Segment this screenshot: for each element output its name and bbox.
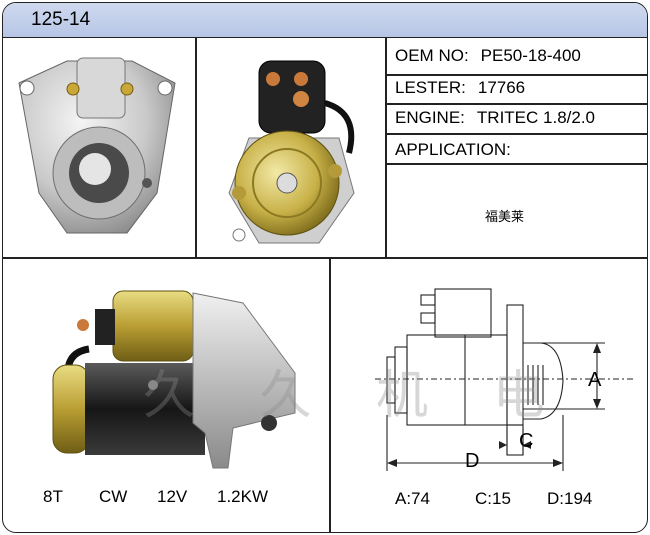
dimension-d: D:194 bbox=[547, 489, 593, 508]
spec-teeth: 8T bbox=[43, 487, 63, 506]
starter-side-photo bbox=[52, 290, 296, 469]
part-number-title: 125-14 bbox=[31, 9, 91, 30]
spec-oem: OEM NO:PE50-18-400 bbox=[395, 46, 581, 65]
header-bar: 125-14 bbox=[3, 3, 647, 38]
dimension-c: C:15 bbox=[475, 489, 511, 508]
divider-photo-1 bbox=[195, 37, 197, 257]
spec-row-line-1 bbox=[385, 74, 647, 76]
spec-row-line-3 bbox=[385, 133, 647, 135]
spec-row-line-2 bbox=[385, 103, 647, 105]
dimension-diagram: A C D bbox=[375, 288, 635, 472]
spec-row-line-4 bbox=[385, 163, 647, 165]
divider-middle bbox=[3, 257, 647, 259]
diagram-label-a: A bbox=[588, 369, 602, 391]
diagram-label-d: D bbox=[465, 450, 479, 472]
spec-voltage: 12V bbox=[157, 487, 188, 506]
watermark-brand-small: 福美莱 bbox=[485, 210, 525, 225]
spec-engine: ENGINE:TRITEC 1.8/2.0 bbox=[395, 108, 596, 127]
watermark-large-text: 久 久 机 电 bbox=[143, 366, 569, 426]
spec-power: 1.2KW bbox=[217, 487, 269, 506]
starter-front-photo bbox=[18, 57, 176, 234]
divider-photo-2 bbox=[385, 37, 387, 257]
starter-rear-photo bbox=[228, 60, 355, 244]
divider-bottom bbox=[329, 257, 331, 532]
dimension-a: A:74 bbox=[395, 489, 430, 508]
spec-lester: LESTER:17766 bbox=[395, 78, 526, 97]
spec-application: APPLICATION: bbox=[395, 140, 511, 159]
spec-rotation: CW bbox=[99, 487, 128, 506]
diagram-label-c: C bbox=[519, 430, 533, 452]
